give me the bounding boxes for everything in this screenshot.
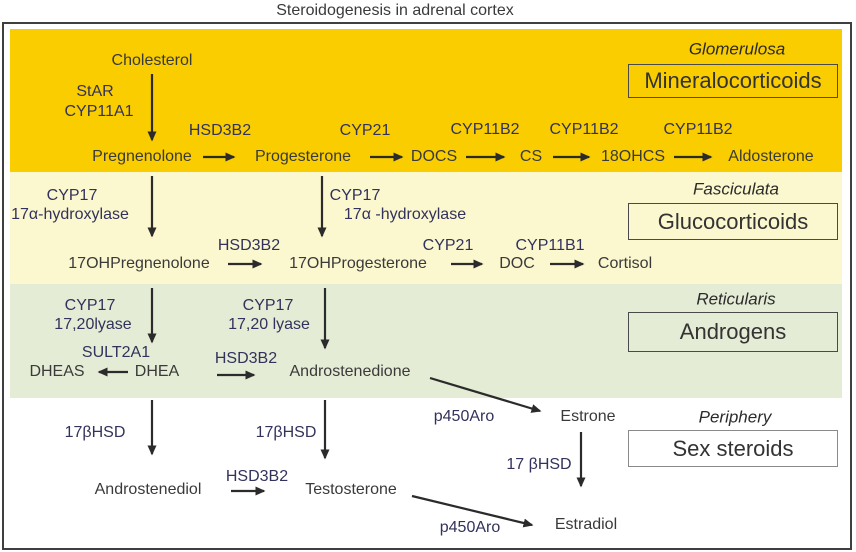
enzyme-17bhsd-1: 17βHSD	[64, 424, 126, 442]
molecule-18ohcs: 18OHCS	[600, 148, 666, 166]
molecule-pregnenolone: Pregnenolone	[92, 148, 192, 166]
enzyme-hsd3b2-1: HSD3B2	[188, 122, 252, 140]
enzyme-cyp11a1: CYP11A1	[64, 103, 134, 121]
molecule-cholesterol: Cholesterol	[111, 52, 193, 70]
enzyme-cyp11b2-2: CYP11B2	[549, 121, 619, 139]
enzyme-cyp17-1: CYP17	[46, 187, 98, 205]
glucocorticoids-box: Glucocorticoids	[628, 203, 838, 240]
enzyme-sult2a1: SULT2A1	[81, 344, 151, 362]
enzyme-cyp11b2-1: CYP11B2	[450, 121, 520, 139]
enzyme-1720lyase-1: 17,20lyase	[54, 316, 132, 334]
enzyme-hsd3b2-2: HSD3B2	[217, 237, 281, 255]
enzyme-p450aro-2: p450Aro	[439, 519, 501, 537]
androgens-label: Androgens	[679, 319, 787, 344]
enzyme-17a-hydroxylase-2: 17α -hydroxylase	[343, 206, 467, 224]
molecule-17ohpregnenolone: 17OHPregnenolone	[68, 255, 210, 273]
enzyme-p450aro-1: p450Aro	[433, 408, 495, 426]
enzyme-cyp17-2: CYP17	[329, 187, 381, 205]
molecule-estrone: Estrone	[560, 408, 616, 426]
enzyme-17bhsd-2: 17βHSD	[255, 424, 317, 442]
molecule-androstenedione: Androstenedione	[289, 363, 411, 381]
molecule-estradiol: Estradiol	[554, 516, 618, 534]
molecule-17ohprogesterone: 17OHProgesterone	[289, 255, 427, 273]
enzyme-17bhsd-3: 17 βHSD	[506, 456, 572, 474]
molecule-cortisol: Cortisol	[597, 255, 653, 273]
molecule-docs: DOCS	[410, 148, 458, 166]
enzyme-cyp21-1: CYP21	[339, 122, 391, 140]
molecule-cs: CS	[519, 148, 543, 166]
zone-name-fasciculata: Fasciculata	[693, 179, 779, 199]
molecule-aldosterone: Aldosterone	[728, 148, 814, 166]
zone-name-reticularis: Reticularis	[696, 289, 776, 309]
enzyme-cyp17-3: CYP17	[64, 297, 116, 315]
molecule-androstenediol: Androstenediol	[94, 481, 202, 499]
molecule-dheas: DHEAS	[29, 363, 85, 381]
sex-steroids-label: Sex steroids	[672, 435, 794, 461]
enzyme-17a-hydroxylase-1: 17α-hydroxylase	[11, 206, 129, 224]
enzyme-cyp11b1: CYP11B1	[515, 237, 585, 255]
mineralocorticoids-box: Mineralocorticoids	[628, 64, 838, 98]
enzyme-cyp21-2: CYP21	[422, 237, 474, 255]
diagram-title: Steroidogenesis in adrenal cortex	[276, 2, 514, 19]
zone-name-glomerulosa: Glomerulosa	[688, 39, 786, 59]
molecule-doc: DOC	[499, 255, 535, 273]
sex-steroids-box: Sex steroids	[628, 430, 838, 467]
molecule-progesterone: Progesterone	[254, 148, 352, 166]
enzyme-1720lyase-2: 17,20 lyase	[228, 316, 310, 334]
zone-name-periphery: Periphery	[698, 407, 772, 427]
molecule-dhea: DHEA	[134, 363, 180, 381]
enzyme-hsd3b2-4: HSD3B2	[225, 468, 289, 486]
enzyme-cyp17-4: CYP17	[242, 297, 294, 315]
mineralocorticoids-label: Mineralocorticoids	[644, 68, 822, 93]
molecule-testosterone: Testosterone	[305, 481, 397, 499]
androgens-box: Androgens	[628, 312, 838, 352]
enzyme-star: StAR	[76, 83, 114, 101]
zone-glomerulosa	[10, 29, 842, 172]
enzyme-hsd3b2-3: HSD3B2	[214, 350, 278, 368]
enzyme-cyp11b2-3: CYP11B2	[663, 121, 733, 139]
glucocorticoids-label: Glucocorticoids	[657, 208, 809, 234]
